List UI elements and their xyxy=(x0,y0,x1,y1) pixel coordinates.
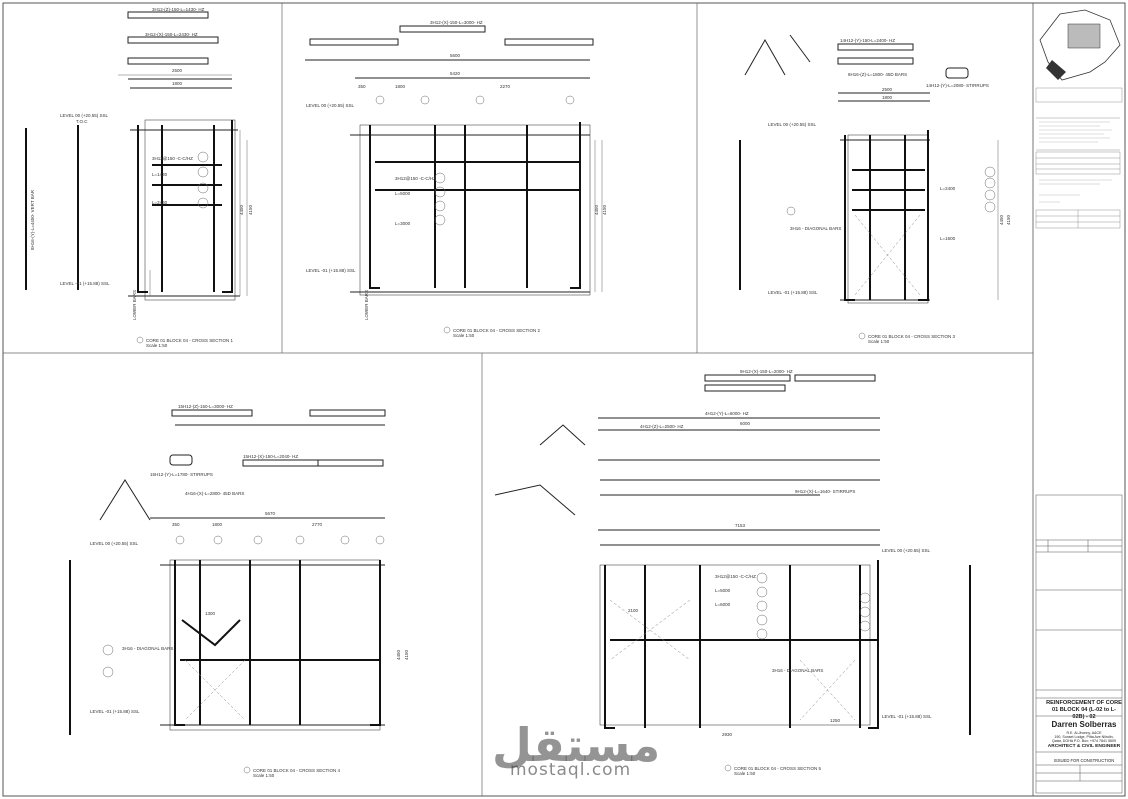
engineer-address-line: 190, Sunset Lodge, Pitta Ave Nilrolin, xyxy=(1054,735,1114,739)
label: 4450 xyxy=(999,214,1004,225)
level-mark: T.O.C xyxy=(76,119,88,124)
label: 4150 xyxy=(1006,214,1011,225)
label: 1300 xyxy=(205,611,216,616)
level-bottom: LEVEL -01 (+15.88) SSL xyxy=(60,281,110,286)
label: 3H16 - DIAGONAL BARS xyxy=(790,226,841,231)
label: 3H12@150 -C-C/HZ xyxy=(395,176,436,181)
section-4: 15H12-(Z)-150-L=3000- HZ 15H12-(X)-150-L… xyxy=(69,404,409,778)
section-caption: CORE 01 BLOCK 04 - CROSS SECTION 2 xyxy=(453,328,541,333)
level-bottom: LEVEL -01 (+15.88) SSL xyxy=(306,268,356,273)
title-block xyxy=(1035,494,1123,794)
section-caption: CORE 01 BLOCK 04 - CROSS SECTION 5 xyxy=(734,766,822,771)
section-1: 3H12-(Z)-150-L=1430- HZ 3H12-(X)-150-L=2… xyxy=(25,7,253,348)
label: 4450 xyxy=(239,204,244,215)
label: 5600 xyxy=(450,53,461,58)
label: 8H16-(Z)-L=1800- 45D BARS xyxy=(848,72,907,77)
label: 4450 xyxy=(396,649,401,660)
section-scale: Scale 1:50 xyxy=(146,343,168,348)
label: 7153 xyxy=(735,523,746,528)
label: L=5000 xyxy=(395,191,411,196)
label: 3H12-(Z)-150-L=1430- HZ xyxy=(152,7,205,12)
label: L=3000 xyxy=(395,221,411,226)
level-top: LEVEL 00 (+20.55) SSL xyxy=(882,548,930,553)
label: 6000 xyxy=(740,421,751,426)
label: 2270 xyxy=(500,84,511,89)
label: 14H12-(Y)-L=2080- STIRRUPS xyxy=(926,83,989,88)
label: 3H12@150 -C-C/HZ xyxy=(715,574,756,579)
label: 3H16 - DIAGONAL BARS xyxy=(122,646,173,651)
section-scale: Scale 1:50 xyxy=(453,333,475,338)
label: 3H12-(X)-150-L=3000- HZ xyxy=(430,20,483,25)
label: 5420 xyxy=(450,71,461,76)
issue-status: ISSUED FOR CONSTRUCTION xyxy=(1053,758,1115,763)
label: 2500 xyxy=(172,68,183,73)
label: 15H12-(Z)-150-L=3000- HZ xyxy=(178,404,233,409)
label: L=6000 xyxy=(715,602,731,607)
label: L=2430 xyxy=(152,200,168,205)
level-top: LEVEL 00 (+20.55) SSL xyxy=(768,122,816,127)
section-3: 14H12-(Y)-150-L=2400- HZ 8H16-(Z)-L=1800… xyxy=(739,34,1011,344)
section-scale: Scale 1:50 xyxy=(734,771,756,776)
section-5: 9H12-(X)-150-L=2000- HZ 4H12-(Y)-L=6000-… xyxy=(494,369,971,776)
label: 9H12-(X)-150-L=2000- HZ xyxy=(740,369,793,374)
label: 4150 xyxy=(248,204,253,215)
watermark-logo: مستقل xyxy=(492,718,661,772)
label: 2100 xyxy=(628,608,639,613)
label: 5670 xyxy=(265,511,276,516)
label: L=5000 xyxy=(715,588,731,593)
section-scale: Scale 1:50 xyxy=(253,773,275,778)
label: L=1430 xyxy=(152,172,168,177)
label: 1800 xyxy=(212,522,223,527)
level-bottom: LEVEL -01 (+15.88) SSL xyxy=(768,290,818,295)
label: 14H12-(Y)-150-L=2400- HZ xyxy=(840,38,895,43)
label: 8H16-(Y)-L=4450- VERT BAR xyxy=(30,189,35,250)
key-plan xyxy=(1039,9,1121,81)
label: 4H16-(X)-L=2800- 45D BARS xyxy=(185,491,244,496)
label: LOWER BARS xyxy=(132,290,137,320)
label: 4H12-(Z)-L=2500- HZ xyxy=(640,424,684,429)
engineer-role: ARCHITECT & CIVIL ENGINEER xyxy=(1047,744,1121,749)
label: 4H12-(Y)-L=6000- HZ xyxy=(705,411,749,416)
label: 1800 xyxy=(395,84,406,89)
level-bottom: LEVEL -01 (+15.88) SSL xyxy=(90,709,140,714)
label: 2930 xyxy=(722,732,733,737)
label: 3H12@150 -C-C/HZ xyxy=(152,156,193,161)
engineer-address-line: Qatar, DOHA P.O. Box: +974 7841 5609 xyxy=(1052,739,1116,743)
label: 15H12-(X)-150-L=2040- HZ xyxy=(243,454,298,459)
label: 9H12-(X)-L=1640- STIRRUPS xyxy=(795,489,855,494)
engineer-name: Darren Solberras xyxy=(1051,720,1117,729)
label: 1800 xyxy=(882,95,893,100)
label: 4450 xyxy=(594,204,599,215)
level-top: LEVEL 00 (+20.55) SSL xyxy=(90,541,138,546)
label: 1250 xyxy=(830,718,841,723)
label: 350 xyxy=(172,522,180,527)
label: 4150 xyxy=(602,204,607,215)
label: 3H12-(X)-150-L=2430- HZ xyxy=(145,32,198,37)
section-scale: Scale 1:50 xyxy=(868,339,890,344)
section-caption: CORE 01 BLOCK 04 - CROSS SECTION 1 xyxy=(146,338,234,343)
section-caption: CORE 01 BLOCK 04 - CROSS SECTION 4 xyxy=(253,768,341,773)
label: 2500 xyxy=(882,87,893,92)
label: 1800 xyxy=(172,81,183,86)
notes-block xyxy=(1035,87,1123,229)
label: L=1600 xyxy=(940,236,956,241)
engineer-address-line: R.E. Al-Jhonny, A&CE xyxy=(1066,731,1102,735)
section-2: 3H12-(X)-150-L=3000- HZ 5600 5420 350 18… xyxy=(305,20,607,338)
watermark-url: mostaql.com xyxy=(510,760,632,780)
label: 2770 xyxy=(312,522,323,527)
level-top: LEVEL 00 (+20.55) SSL xyxy=(306,103,354,108)
level-top: LEVEL 00 (+20.55) SSL xyxy=(60,113,108,118)
label: 4150 xyxy=(404,649,409,660)
label: 15H12-(Y)-L=1780- STIRRUPS xyxy=(150,472,213,477)
section-caption: CORE 01 BLOCK 04 - CROSS SECTION 3 xyxy=(868,334,956,339)
drawing-title: REINFORCEMENT OF CORE 01 BLOCK 04 (L-02 … xyxy=(1046,700,1122,720)
label: L=2400 xyxy=(940,186,956,191)
label: 350 xyxy=(358,84,366,89)
level-bottom: LEVEL -01 (+15.88) SSL xyxy=(882,714,932,719)
label: 3H16 - DIAGONAL BARS xyxy=(772,668,823,673)
label: LOWER BARS xyxy=(364,290,369,320)
